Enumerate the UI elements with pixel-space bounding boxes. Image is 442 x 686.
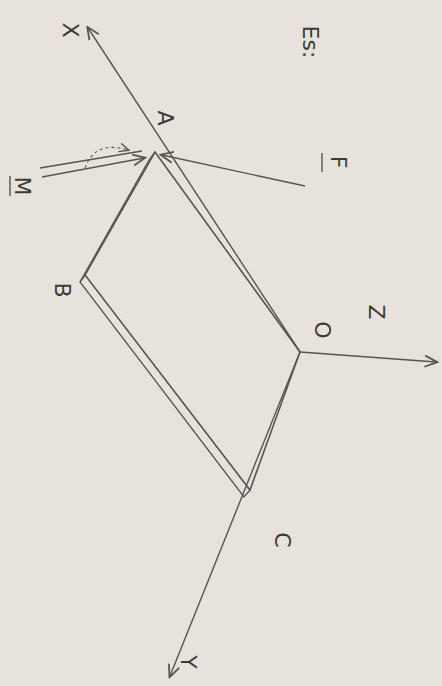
moment-arrow [42,158,144,177]
moment-label: M [11,177,33,196]
axis-label: Z [365,304,387,319]
x-axis [88,28,300,352]
plate-edge [80,275,85,282]
axis-label: Y [177,655,199,668]
plate-outline [85,152,300,490]
point-label: C [271,532,293,547]
plate-thickness [80,152,250,497]
moment-arrow [40,151,142,168]
force-arrow [162,155,305,186]
dashed-arc [85,147,128,168]
point-label: O [311,321,333,338]
z-axis [300,352,436,362]
note-text: Es: [299,26,321,59]
vector-bar [321,153,322,172]
y-axis [170,352,300,676]
force-label: F [327,156,349,169]
point-label: A [154,110,176,125]
point-label: B [51,282,73,297]
axis-label: X [59,22,81,37]
